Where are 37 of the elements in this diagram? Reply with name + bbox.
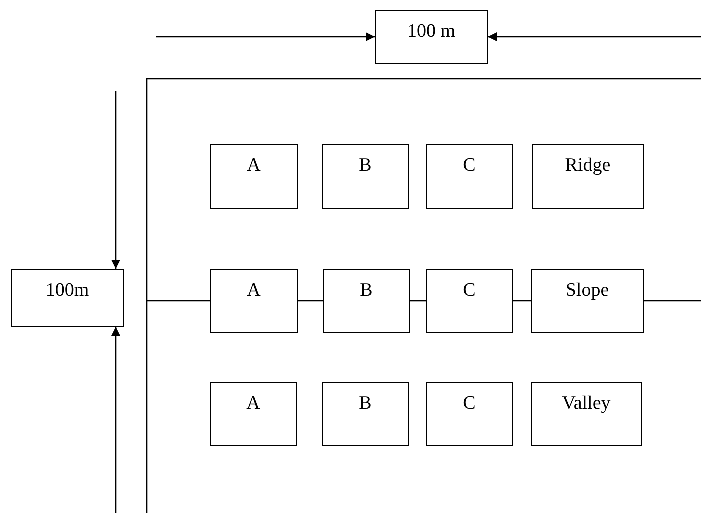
arrow xyxy=(112,327,120,513)
plot-box xyxy=(322,144,409,209)
box-label: C xyxy=(463,155,476,176)
box-label: A xyxy=(247,155,261,176)
plot-box xyxy=(323,269,410,333)
box-label: B xyxy=(359,155,372,176)
box-label: C xyxy=(463,393,476,414)
plot-box xyxy=(11,269,124,327)
plot-box xyxy=(375,10,488,64)
plot-box xyxy=(210,269,298,333)
arrow xyxy=(112,91,120,269)
plot-box xyxy=(531,269,644,333)
box-label: A xyxy=(247,280,261,301)
box-label: C xyxy=(463,280,476,301)
box-label: Valley xyxy=(562,393,611,414)
arrow xyxy=(488,32,701,42)
plot-box xyxy=(426,144,513,209)
connector-line xyxy=(644,300,701,302)
box-label: B xyxy=(359,393,372,414)
plot-box xyxy=(426,269,513,333)
plot-box xyxy=(210,144,298,209)
box-label: Slope xyxy=(566,280,610,301)
box-label: Ridge xyxy=(565,155,611,176)
connector-line xyxy=(298,300,323,302)
connector-line xyxy=(513,300,531,302)
plot-box xyxy=(322,382,409,446)
plot-box xyxy=(426,382,513,446)
arrow xyxy=(156,32,375,42)
box-label: 100 m xyxy=(407,21,456,42)
plot-box xyxy=(531,382,642,446)
connector-line xyxy=(410,300,426,302)
plot-box xyxy=(532,144,644,209)
box-label: 100m xyxy=(46,280,90,301)
connector-line xyxy=(147,300,210,302)
box-label: A xyxy=(246,393,260,414)
plot-box xyxy=(210,382,297,446)
box-label: B xyxy=(360,280,373,301)
